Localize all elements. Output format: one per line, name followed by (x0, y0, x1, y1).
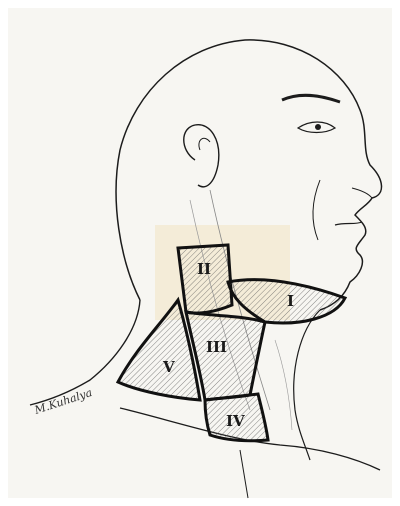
pupil (315, 124, 321, 130)
zone-ii (178, 245, 232, 313)
zone-label-ii: II (197, 260, 211, 278)
zone-label-v: V (162, 358, 175, 376)
zone-label-iv: IV (226, 412, 245, 430)
zone-label-i: I (287, 292, 294, 310)
zone-label-iii: III (206, 338, 227, 356)
